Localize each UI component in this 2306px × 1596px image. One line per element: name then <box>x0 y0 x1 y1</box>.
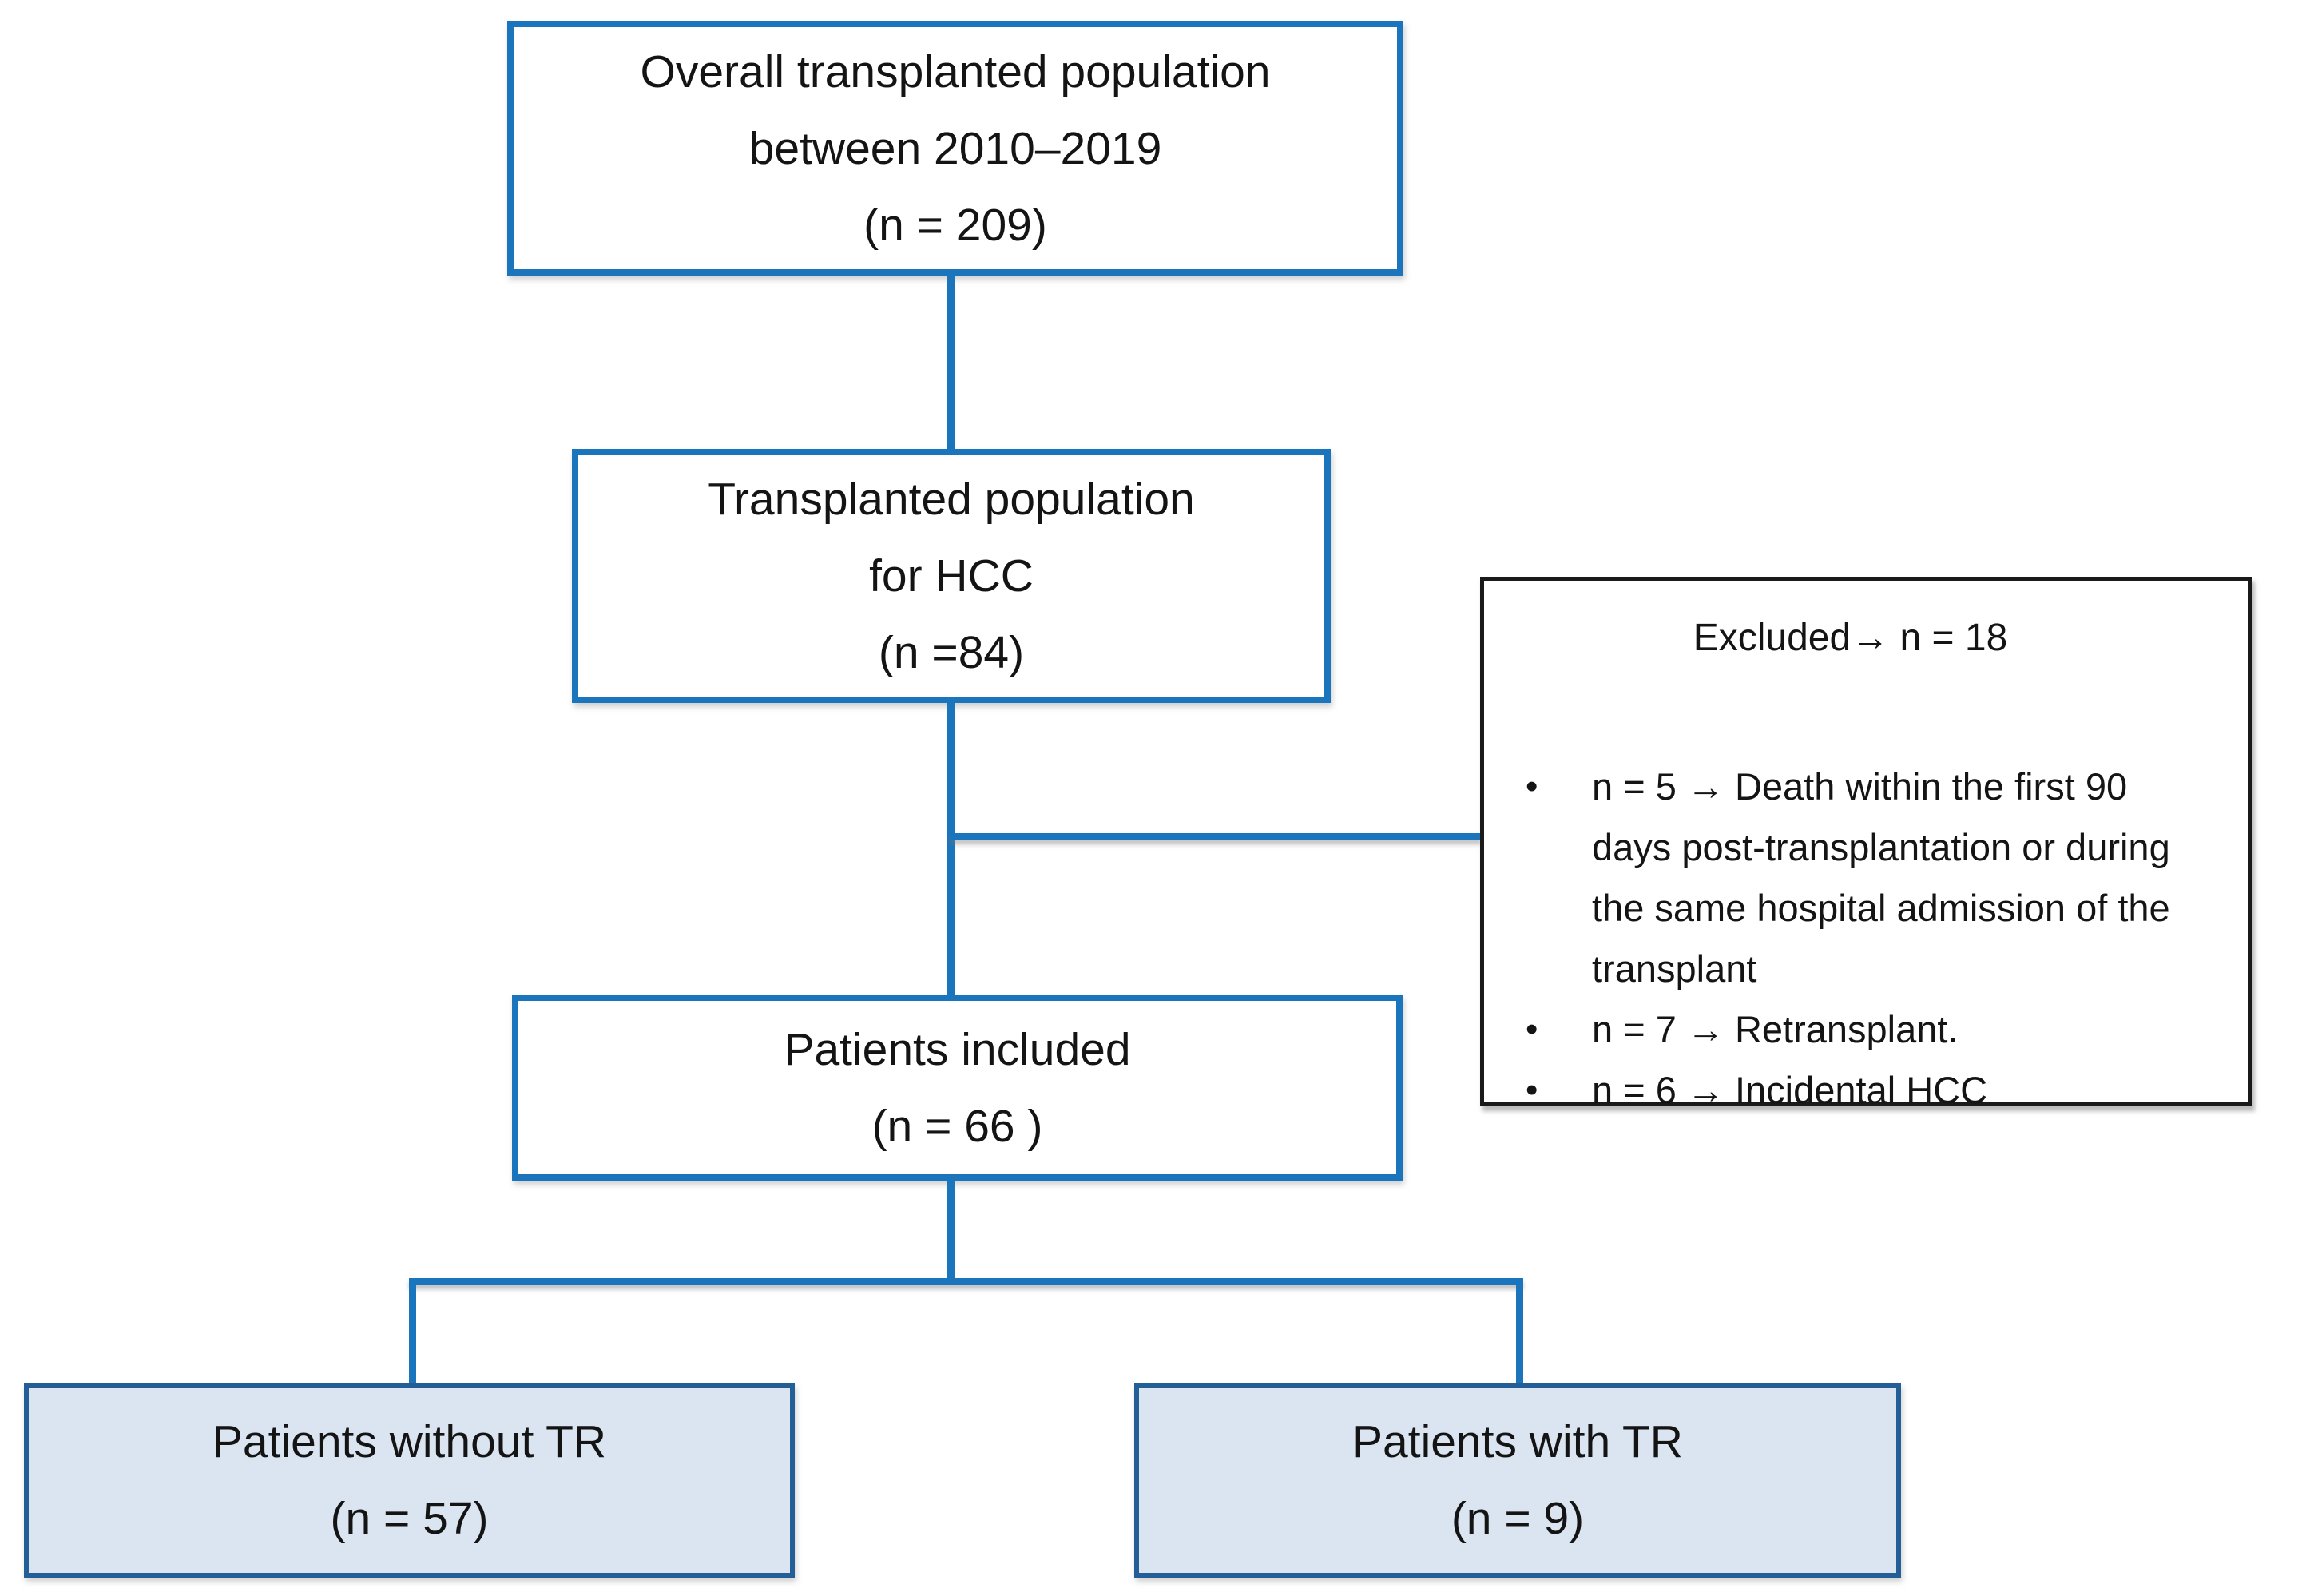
node-text-line: Patients included <box>784 1023 1131 1075</box>
node-text-line: between 2010–2019 <box>748 122 1162 174</box>
node-text-line: (n =84) <box>878 627 1025 678</box>
connector-trunk-to-excluded <box>951 833 1482 840</box>
excluded-bullet-list: n = 5 → Death within the first 90 days p… <box>1484 756 2217 1121</box>
excluded-bullet-item: n = 5 → Death within the first 90 days p… <box>1484 756 2217 999</box>
node-text-line: (n = 9) <box>1451 1493 1585 1544</box>
node-transplanted-for-hcc: Transplanted population for HCC (n =84) <box>572 449 1331 703</box>
node-patients-without-tr: Patients without TR (n = 57) <box>24 1383 795 1578</box>
node-text-line: (n = 209) <box>863 199 1047 251</box>
node-text-line: (n = 57) <box>330 1493 489 1544</box>
excluded-bullet-item: n = 6 → Incidental HCC <box>1484 1060 2217 1121</box>
node-text-line: Patients with TR <box>1352 1416 1683 1467</box>
node-text-line: (n = 66 ) <box>871 1100 1043 1152</box>
node-patients-included: Patients included (n = 66 ) <box>512 995 1403 1181</box>
node-text-line: Overall transplanted population <box>640 46 1271 97</box>
connector-branch-horizontal <box>409 1278 1523 1285</box>
excluded-title: Excluded→ n = 18 <box>1693 617 2008 659</box>
connector-included-to-branch <box>947 1181 955 1282</box>
excluded-bullet-item: n = 7 → Retransplant. <box>1484 999 2217 1060</box>
node-text-line: Patients without TR <box>212 1416 607 1467</box>
connector-drop-with-tr <box>1516 1278 1523 1384</box>
connector-hcc-to-included <box>947 703 955 996</box>
node-overall-transplanted-population: Overall transplanted population between … <box>507 21 1403 276</box>
node-patients-with-tr: Patients with TR (n = 9) <box>1134 1383 1901 1578</box>
node-text-line: Transplanted population <box>708 474 1195 525</box>
connector-drop-without-tr <box>409 1278 416 1384</box>
node-excluded: Excluded→ n = 18 n = 5 → Death within th… <box>1480 577 2252 1121</box>
node-text-line: for HCC <box>869 550 1034 601</box>
connector-overall-to-hcc <box>947 276 955 452</box>
